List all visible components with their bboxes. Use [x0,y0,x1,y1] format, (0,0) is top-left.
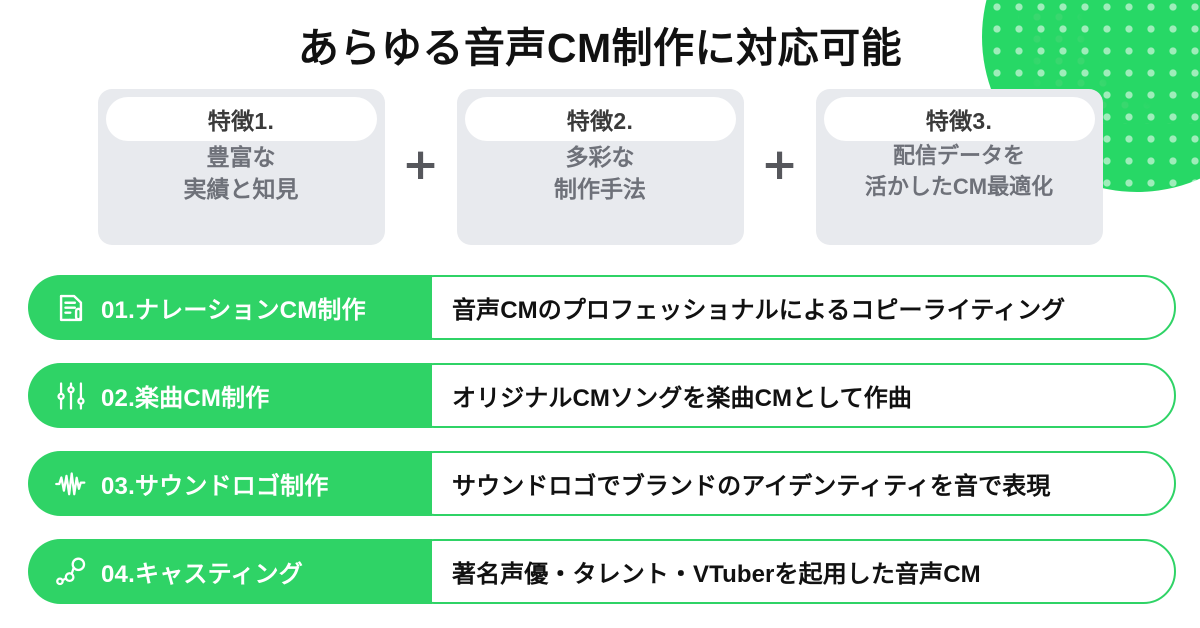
service-row-1-description: 音声CMのプロフェッショナルによるコピーライティング [452,297,1066,324]
service-row-2: 02.楽曲CM制作 オリジナルCMソングを楽曲CMとして作曲 [28,363,1176,428]
document-pen-icon [54,291,88,325]
feature-badge-2: 特徴2. [464,97,736,141]
service-row-1-desc-block: 音声CMのプロフェッショナルによるコピーライティング [402,275,1176,340]
feature-body-1: 豊富な 実績と知見 [183,144,299,203]
service-row-1-label-block: 01.ナレーションCM制作 [28,275,432,340]
service-row-2-description: オリジナルCMソングを楽曲CMとして作曲 [452,385,912,412]
feature-card-2: 特徴2. 多彩な 制作手法 [456,89,744,245]
service-row-4: 04.キャスティング 著名声優・タレント・VTuberを起用した音声CM [28,539,1176,604]
feature-badge-1: 特徴1. [105,97,377,141]
service-row-2-label: 02.楽曲CM制作 [101,385,270,412]
feature-body-2: 多彩な 制作手法 [554,144,646,203]
features-section: 特徴1. 豊富な 実績と知見 + 特徴2. 多彩な 制作手法 + 特徴3. 配信… [0,88,1200,246]
waveform-icon [54,467,88,501]
plus-separator-1: + [402,139,439,190]
service-row-3-desc-block: サウンドロゴでブランドのアイデンティティを音で表現 [402,451,1176,516]
network-nodes-icon [54,555,88,589]
service-row-4-label: 04.キャスティング [101,561,303,588]
service-row-3-label-block: 03.サウンドロゴ制作 [28,451,432,516]
feature-card-3: 特徴3. 配信データを 活かしたCM最適化 [815,89,1103,245]
service-row-3-description: サウンドロゴでブランドのアイデンティティを音で表現 [452,473,1051,500]
service-row-2-desc-block: オリジナルCMソングを楽曲CMとして作曲 [402,363,1176,428]
services-list: 01.ナレーションCM制作 音声CMのプロフェッショナルによるコピーライティング [28,275,1176,627]
page-title: あらゆる音声CM制作に対応可能 [297,25,903,71]
service-row-1: 01.ナレーションCM制作 音声CMのプロフェッショナルによるコピーライティング [28,275,1176,340]
service-row-3-label: 03.サウンドロゴ制作 [101,473,329,500]
service-row-2-label-block: 02.楽曲CM制作 [28,363,432,428]
plus-separator-2: + [761,139,798,190]
feature-badge-3: 特徴3. [823,97,1095,141]
service-row-4-desc-block: 著名声優・タレント・VTuberを起用した音声CM [402,539,1176,604]
service-row-1-label: 01.ナレーションCM制作 [101,297,366,324]
feature-body-3: 配信データを 活かしたCM最適化 [864,143,1054,199]
feature-card-1: 特徴1. 豊富な 実績と知見 [97,89,385,245]
mixer-sliders-icon [54,379,88,413]
service-row-4-label-block: 04.キャスティング [28,539,432,604]
service-row-4-description: 著名声優・タレント・VTuberを起用した音声CM [452,561,981,588]
service-row-3: 03.サウンドロゴ制作 サウンドロゴでブランドのアイデンティティを音で表現 [28,451,1176,516]
